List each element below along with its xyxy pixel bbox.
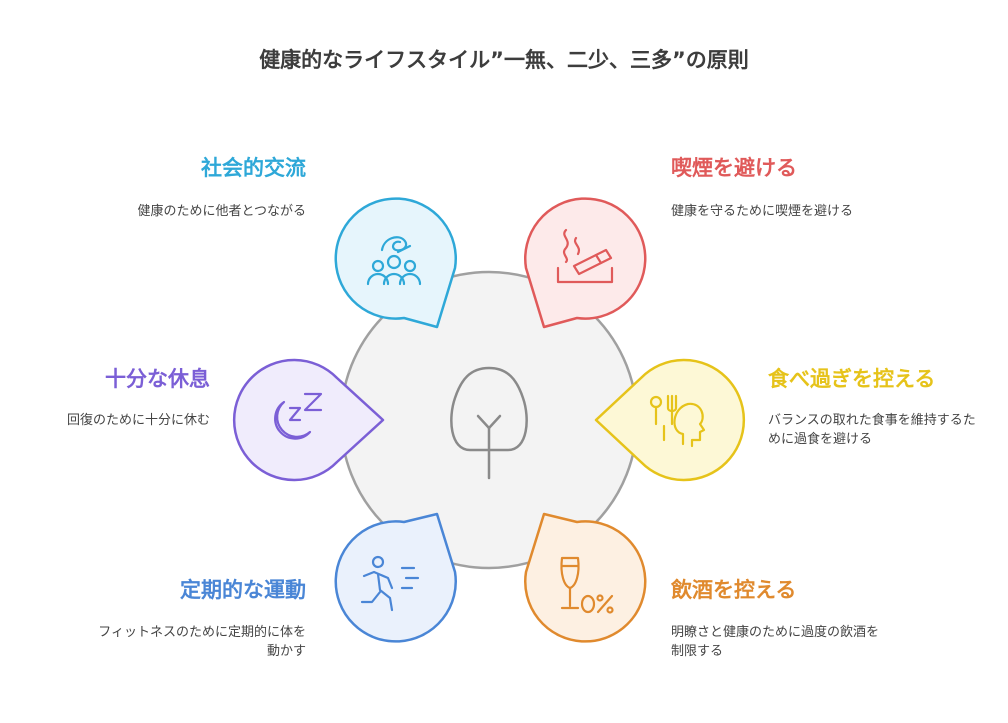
- exercise-title: 定期的な運動: [180, 578, 306, 602]
- social-desc: 健康のために他者とつながる: [137, 204, 306, 219]
- glass-zero-percent-icon: [560, 556, 614, 614]
- smoking-title: 喫煙を避ける: [671, 156, 797, 180]
- running-icon: [360, 555, 420, 612]
- node-drinking: [524, 512, 647, 643]
- diagram-title: 健康的なライフスタイル”一無、二少、三多”の原則: [259, 48, 749, 72]
- node-smoking: [524, 197, 647, 329]
- node-social: [334, 197, 457, 329]
- overeating-desc: バランスの取れた食事を維持するために過食を避ける: [768, 413, 976, 447]
- exercise-desc: フィットネスのために定期的に体を動かす: [98, 625, 306, 659]
- node-rest: [232, 358, 385, 482]
- tree-icon: [450, 366, 528, 480]
- rest-desc: 回復のために十分に休む: [66, 413, 210, 428]
- smoking-desc: 健康を守るために喫煙を避ける: [671, 204, 854, 219]
- moon-sleep-icon: [274, 392, 323, 440]
- social-title: 社会的交流: [201, 156, 306, 180]
- node-overeating: [594, 358, 746, 482]
- rest-title: 十分な休息: [105, 367, 210, 391]
- node-exercise: [334, 512, 457, 643]
- head-fork-spoon-icon: [649, 394, 706, 448]
- people-icon: [366, 236, 422, 286]
- overeating-title: 食べ過ぎを控える: [768, 367, 936, 391]
- drinking-title: 飲酒を控える: [671, 578, 797, 602]
- no-smoking-icon: [556, 228, 614, 284]
- drinking-desc: 明瞭さと健康のために過度の飲酒を制限する: [671, 625, 880, 659]
